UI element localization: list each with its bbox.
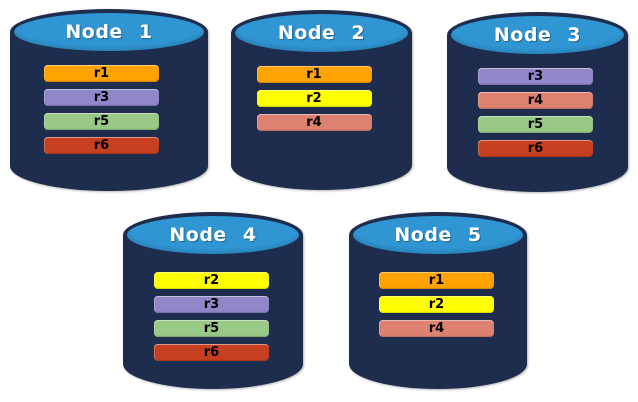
node-cylinder-5: Node 5 r1 r2 r4	[349, 212, 527, 389]
cylinder-top: Node 4	[123, 212, 303, 258]
replica-bar: r3	[154, 296, 269, 313]
replica-bar: r1	[44, 65, 159, 82]
node-title: Node 1	[65, 21, 153, 43]
node-title: Node 3	[493, 24, 582, 46]
node-title: Node 2	[277, 22, 366, 44]
replica-list: r3 r4 r5 r6	[447, 68, 624, 157]
replica-list: r1 r2 r4	[349, 272, 524, 337]
replica-bar: r5	[44, 113, 159, 130]
node-title: Node 5	[394, 224, 482, 246]
replica-list: r1 r3 r5 r6	[10, 65, 193, 154]
replica-bar: r2	[154, 272, 269, 289]
replica-bar: r6	[44, 137, 159, 154]
replica-bar: r3	[44, 89, 159, 106]
cylinder-body	[231, 33, 412, 190]
replica-bar: r6	[154, 344, 269, 361]
replica-bar: r4	[256, 114, 372, 131]
node-cylinder-4: Node 4 r2 r3 r5 r6	[123, 212, 303, 389]
replica-list: r2 r3 r5 r6	[123, 272, 300, 361]
replica-bar: r5	[154, 320, 269, 337]
replica-bar: r4	[379, 320, 494, 337]
node-cylinder-3: Node 3 r3 r4 r5 r6	[447, 12, 628, 192]
cylinder-body	[10, 32, 208, 191]
replica-bar: r2	[379, 296, 494, 313]
cylinder-top: Node 5	[349, 212, 527, 258]
replica-bar: r1	[256, 66, 372, 83]
cylinder-top: Node 1	[10, 9, 208, 55]
node-cylinder-1: Node 1 r1 r3 r5 r6	[10, 9, 208, 191]
replica-bar: r4	[478, 92, 593, 109]
replica-bar: r6	[478, 140, 593, 157]
cylinder-top: Node 3	[447, 12, 628, 58]
replica-bar: r3	[478, 68, 593, 85]
replica-bar: r2	[256, 90, 372, 107]
node-title: Node 4	[169, 224, 257, 246]
cylinder-top: Node 2	[231, 10, 412, 56]
cylinder-body	[447, 35, 628, 192]
replica-list: r1 r2 r4	[231, 66, 397, 131]
replica-bar: r5	[478, 116, 593, 133]
replica-bar: r1	[379, 272, 494, 289]
node-cylinder-2: Node 2 r1 r2 r4	[231, 10, 412, 190]
